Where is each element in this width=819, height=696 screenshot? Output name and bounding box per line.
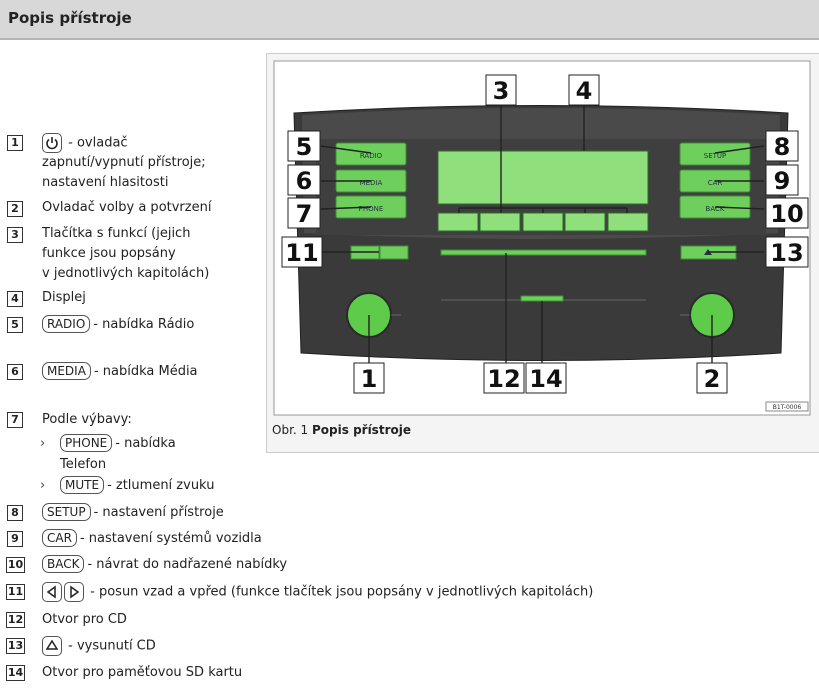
item-number-14: 14 bbox=[6, 665, 25, 681]
item-7-sub-1-line-2: Telefon bbox=[60, 457, 107, 472]
fig-phone-label: PHONE bbox=[359, 205, 384, 213]
caption-prefix: Obr. 1 bbox=[272, 423, 309, 437]
fig-radio-label: RADIO bbox=[360, 152, 383, 160]
item-7-sub-2: MUTE- ztlumení zvuku bbox=[60, 476, 214, 496]
radio-button-illustration bbox=[335, 142, 407, 166]
item-number-4: 4 bbox=[7, 291, 23, 307]
item-13-text: - vysunutí CD bbox=[42, 636, 156, 657]
callout-3: 3 bbox=[493, 77, 510, 105]
item-5-text: RADIO- nabídka Rádio bbox=[42, 315, 194, 335]
page-header: Popis přístroje bbox=[0, 0, 819, 40]
item-3-line-3: v jednotlivých kapitolách) bbox=[42, 266, 210, 281]
item-9-desc: - nastavení systémů vozidla bbox=[79, 531, 262, 546]
callout-13: 13 bbox=[770, 239, 803, 267]
display-illustration bbox=[437, 150, 649, 205]
figure-code: B1T-0006 bbox=[773, 404, 802, 411]
callout-6: 6 bbox=[296, 167, 313, 195]
callout-14: 14 bbox=[529, 365, 562, 393]
item-number-5: 5 bbox=[7, 317, 23, 333]
item-7-bullet-1: › bbox=[40, 436, 46, 451]
callout-5: 5 bbox=[296, 133, 313, 161]
fig-media-label: MEDIA bbox=[360, 179, 383, 187]
item-7-text: Podle výbavy: bbox=[42, 412, 132, 427]
item-number-9: 9 bbox=[7, 531, 23, 547]
callout-9: 9 bbox=[774, 167, 791, 195]
arrow-left-icon bbox=[42, 582, 62, 602]
item-number-1: 1 bbox=[7, 135, 23, 151]
setup-key: SETUP bbox=[42, 503, 91, 521]
item-3-line-2: funkce jsou popsány bbox=[42, 246, 176, 261]
item-number-2: 2 bbox=[7, 201, 23, 217]
item-7-sub-2-desc: - ztlumení zvuku bbox=[107, 478, 215, 493]
item-8-desc: - nastavení přístroje bbox=[93, 505, 224, 520]
mute-key: MUTE bbox=[60, 476, 105, 494]
power-icon bbox=[42, 133, 62, 153]
item-9-text: CAR- nastavení systémů vozidla bbox=[42, 529, 262, 549]
cd-slot-illustration bbox=[440, 249, 647, 256]
callout-12: 12 bbox=[487, 365, 520, 393]
item-2-text: Ovladač volby a potvrzení bbox=[42, 200, 212, 215]
radio-key: RADIO bbox=[42, 315, 91, 333]
item-number-7: 7 bbox=[7, 412, 23, 428]
item-6-desc: - nabídka Média bbox=[93, 364, 198, 379]
callout-4: 4 bbox=[576, 77, 593, 105]
callout-2: 2 bbox=[704, 365, 721, 393]
eject-icon bbox=[42, 636, 62, 656]
caption-title: Popis přístroje bbox=[312, 423, 411, 437]
callout-10: 10 bbox=[770, 200, 803, 228]
callout-1: 1 bbox=[361, 365, 378, 393]
item-number-3: 3 bbox=[7, 227, 23, 243]
item-13-desc: - vysunutí CD bbox=[68, 638, 156, 654]
setup-button-illustration bbox=[679, 142, 751, 166]
item-number-8: 8 bbox=[7, 505, 23, 521]
item-1-line-2: zapnutí/vypnutí přístroje; bbox=[42, 155, 206, 170]
item-11-text: - posun vzad a vpřed (funkce tlačítek js… bbox=[42, 582, 593, 603]
fig-car-label: CAR bbox=[708, 179, 723, 187]
item-7-sub-1-desc: - nabídka bbox=[115, 436, 176, 451]
item-10-text: BACK- návrat do nadřazené nabídky bbox=[42, 555, 287, 575]
item-3-line-1: Tlačítka s funkcí (jejich bbox=[42, 226, 191, 241]
item-number-6: 6 bbox=[7, 364, 23, 380]
back-key: BACK bbox=[42, 555, 85, 573]
figure-caption: Obr. 1 Popis přístroje bbox=[272, 423, 411, 437]
item-8-text: SETUP- nastavení přístroje bbox=[42, 503, 224, 523]
fig-setup-label: SETUP bbox=[704, 152, 727, 160]
arrow-right-icon bbox=[64, 582, 84, 602]
callout-7: 7 bbox=[296, 200, 313, 228]
item-number-10: 10 bbox=[6, 557, 25, 573]
item-11-desc: - posun vzad a vpřed (funkce tlačítek js… bbox=[90, 584, 594, 600]
item-number-12: 12 bbox=[6, 612, 25, 628]
item-1-line-3: nastavení hlasitosti bbox=[42, 175, 169, 190]
radio-illustration: RADIO MEDIA PHONE SETUP CAR BACK 3 bbox=[273, 60, 811, 416]
phone-key: PHONE bbox=[60, 434, 113, 452]
page-title: Popis přístroje bbox=[8, 9, 132, 27]
item-7-sub-1: PHONE- nabídka bbox=[60, 434, 176, 454]
item-number-11: 11 bbox=[6, 584, 25, 600]
callout-11: 11 bbox=[285, 239, 318, 267]
fig-back-label: BACK bbox=[706, 205, 725, 213]
item-6-text: MEDIA- nabídka Média bbox=[42, 362, 198, 382]
media-key: MEDIA bbox=[42, 362, 91, 380]
sd-slot-illustration bbox=[520, 295, 564, 302]
item-12-text: Otvor pro CD bbox=[42, 612, 127, 627]
item-5-desc: - nabídka Rádio bbox=[93, 317, 195, 332]
item-1-line-1: - ovladač bbox=[68, 135, 128, 151]
item-7-bullet-2: › bbox=[40, 478, 46, 493]
car-key: CAR bbox=[42, 529, 77, 547]
item-number-13: 13 bbox=[6, 638, 25, 654]
item-10-desc: - návrat do nadřazené nabídky bbox=[87, 557, 288, 572]
item-14-text: Otvor pro paměťovou SD kartu bbox=[42, 665, 243, 680]
callout-8: 8 bbox=[774, 133, 791, 161]
item-1-text: - ovladač bbox=[42, 133, 128, 154]
item-4-text: Displej bbox=[42, 290, 86, 305]
